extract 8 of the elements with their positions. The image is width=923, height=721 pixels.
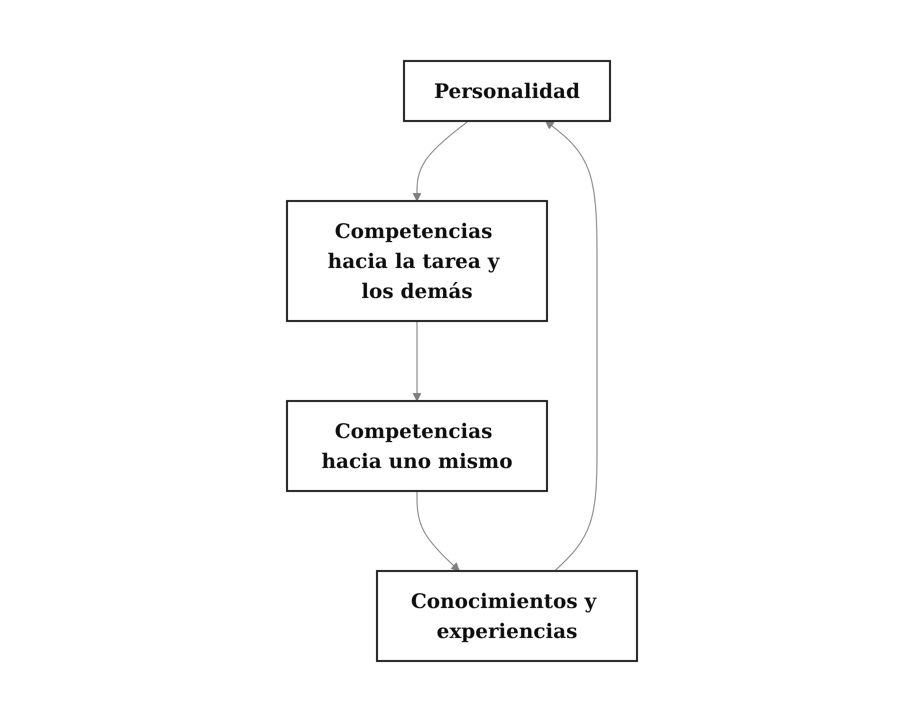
node-box: Competencias hacia uno mismo bbox=[286, 400, 548, 492]
arrow bbox=[412, 320, 421, 401]
arrow bbox=[416, 490, 460, 571]
node-box: Conocimientos y experiencias bbox=[376, 570, 638, 662]
node-box: Competencias hacia la tarea y los demás bbox=[286, 200, 548, 322]
node-box: Personalidad bbox=[402, 60, 610, 122]
arrow bbox=[412, 120, 468, 201]
arrow bbox=[544, 120, 597, 571]
